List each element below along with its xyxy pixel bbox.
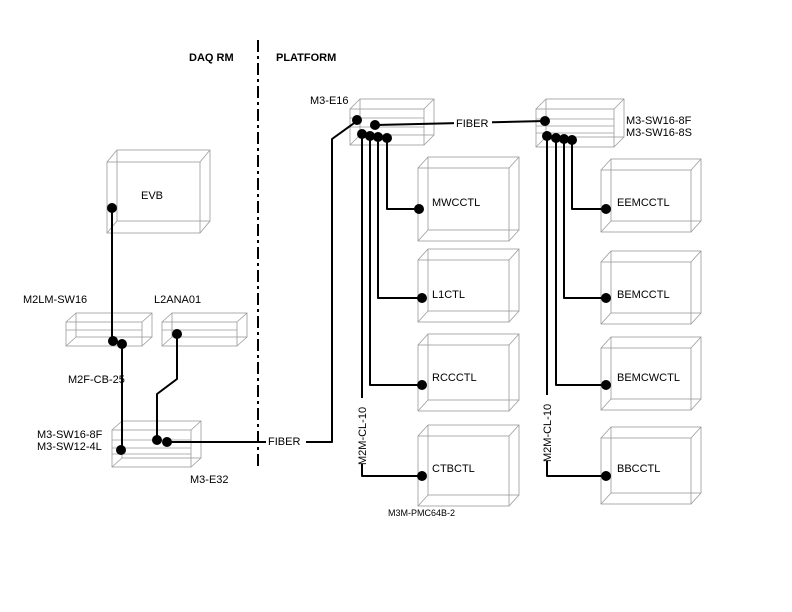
cl-right-label-bg <box>540 395 554 461</box>
label-m3-e32-sw-top: M3-SW16-8F <box>37 429 103 441</box>
fiber-top-label-bg <box>454 117 492 130</box>
dot-l1ctl <box>417 293 427 303</box>
dot-e16-port-3 <box>373 132 383 142</box>
header-daq-rm: DAQ RM <box>189 52 234 64</box>
dot-m2lm-2 <box>117 339 127 349</box>
box-l2ana01 <box>161 312 248 347</box>
label-m3-e32-sw-bottom: M3-SW12-4L <box>37 441 102 453</box>
dot-ctbctl <box>417 471 427 481</box>
box-bbcctl <box>600 426 702 505</box>
wire-sw-to-eemcctl <box>571 140 605 210</box>
dot-sw-fiber <box>540 116 550 126</box>
box-m3-e32 <box>111 420 202 468</box>
label-mwcctl: MWCCTL <box>432 197 480 209</box>
label-l2ana01: L2ANA01 <box>154 294 201 306</box>
fiber-bottom-label-bg <box>266 435 306 448</box>
dot-e32-1 <box>152 435 162 445</box>
label-evb: EVB <box>141 190 163 202</box>
wire-e16-to-rccctl <box>369 136 422 386</box>
label-m2m-cl-10-right: M2M-CL-10 <box>542 404 554 462</box>
label-m3-e16: M3-E16 <box>310 95 349 107</box>
label-bemcwctl: BEMCWCTL <box>617 372 680 384</box>
label-right-sw-top: M3-SW16-8F <box>626 115 692 127</box>
box-evb <box>106 149 211 234</box>
dot-e16-fiber-out <box>370 120 380 130</box>
dot-sw-port-2 <box>551 133 561 143</box>
dot-e32-2 <box>162 437 172 447</box>
label-l1ctl: L1CTL <box>432 289 465 301</box>
box-l1ctl <box>417 248 520 323</box>
label-bemcctl: BEMCCTL <box>617 289 670 301</box>
wire-e16-to-ctbctl <box>361 134 422 477</box>
label-m2m-cl-10-left: M2M-CL-10 <box>357 407 369 465</box>
wire-l2ana-to-m3-e32 <box>156 334 178 441</box>
connection-dots <box>107 115 611 481</box>
dot-e16-port-4 <box>382 133 392 143</box>
box-rccctl <box>417 333 520 412</box>
label-ctbctl: CTBCTL <box>432 463 475 475</box>
dot-mwcctl <box>414 204 424 214</box>
dot-e16-port-1 <box>357 129 367 139</box>
dot-sw-port-3 <box>559 134 569 144</box>
label-m2f-cb-25: M2F-CB-25 <box>68 374 125 386</box>
label-bbcctl: BBCCTL <box>617 463 660 475</box>
wire-sw-to-bemcwctl <box>555 138 605 386</box>
wire-sw-to-bemcctl <box>563 139 605 299</box>
label-rccctl: RCCCTL <box>432 372 477 384</box>
dot-e32-3 <box>116 445 126 455</box>
label-eemcctl: EEMCCTL <box>617 197 670 209</box>
box-eemcctl <box>600 158 702 233</box>
label-fiber-bottom: FIBER <box>268 436 300 448</box>
dot-sw-port-1 <box>542 131 552 141</box>
dot-m2lm-1 <box>108 336 118 346</box>
dot-bemcctl <box>601 293 611 303</box>
box-ctbctl <box>417 424 520 507</box>
wire-sw-to-bbcctl <box>546 136 605 477</box>
label-right-sw-bottom: M3-SW16-8S <box>626 127 692 139</box>
label-m2lm-sw16: M2LM-SW16 <box>23 294 87 306</box>
cl-left-label-bg <box>355 398 369 464</box>
dot-bbcctl <box>601 471 611 481</box>
wire-e16-to-l1ctl <box>377 137 422 299</box>
label-fiber-top: FIBER <box>456 118 488 130</box>
label-m3m-pmc64b-2: M3M-PMC64B-2 <box>388 508 455 518</box>
dot-l2ana <box>172 329 182 339</box>
wire-e16-to-mwcctl <box>386 138 418 210</box>
dot-evb <box>107 203 117 213</box>
dot-e16-fiber-in <box>352 115 362 125</box>
dot-bemcwctl <box>601 380 611 390</box>
box-bemcctl <box>600 250 702 325</box>
wire-fiber-e32-to-e16 <box>167 120 358 443</box>
dot-rccctl <box>417 380 427 390</box>
label-m3-e32: M3-E32 <box>190 474 229 486</box>
dot-sw-port-4 <box>567 135 577 145</box>
header-platform: PLATFORM <box>276 52 336 64</box>
dot-eemcctl <box>601 204 611 214</box>
box-bemcwctl <box>600 336 702 411</box>
dot-e16-port-2 <box>365 131 375 141</box>
